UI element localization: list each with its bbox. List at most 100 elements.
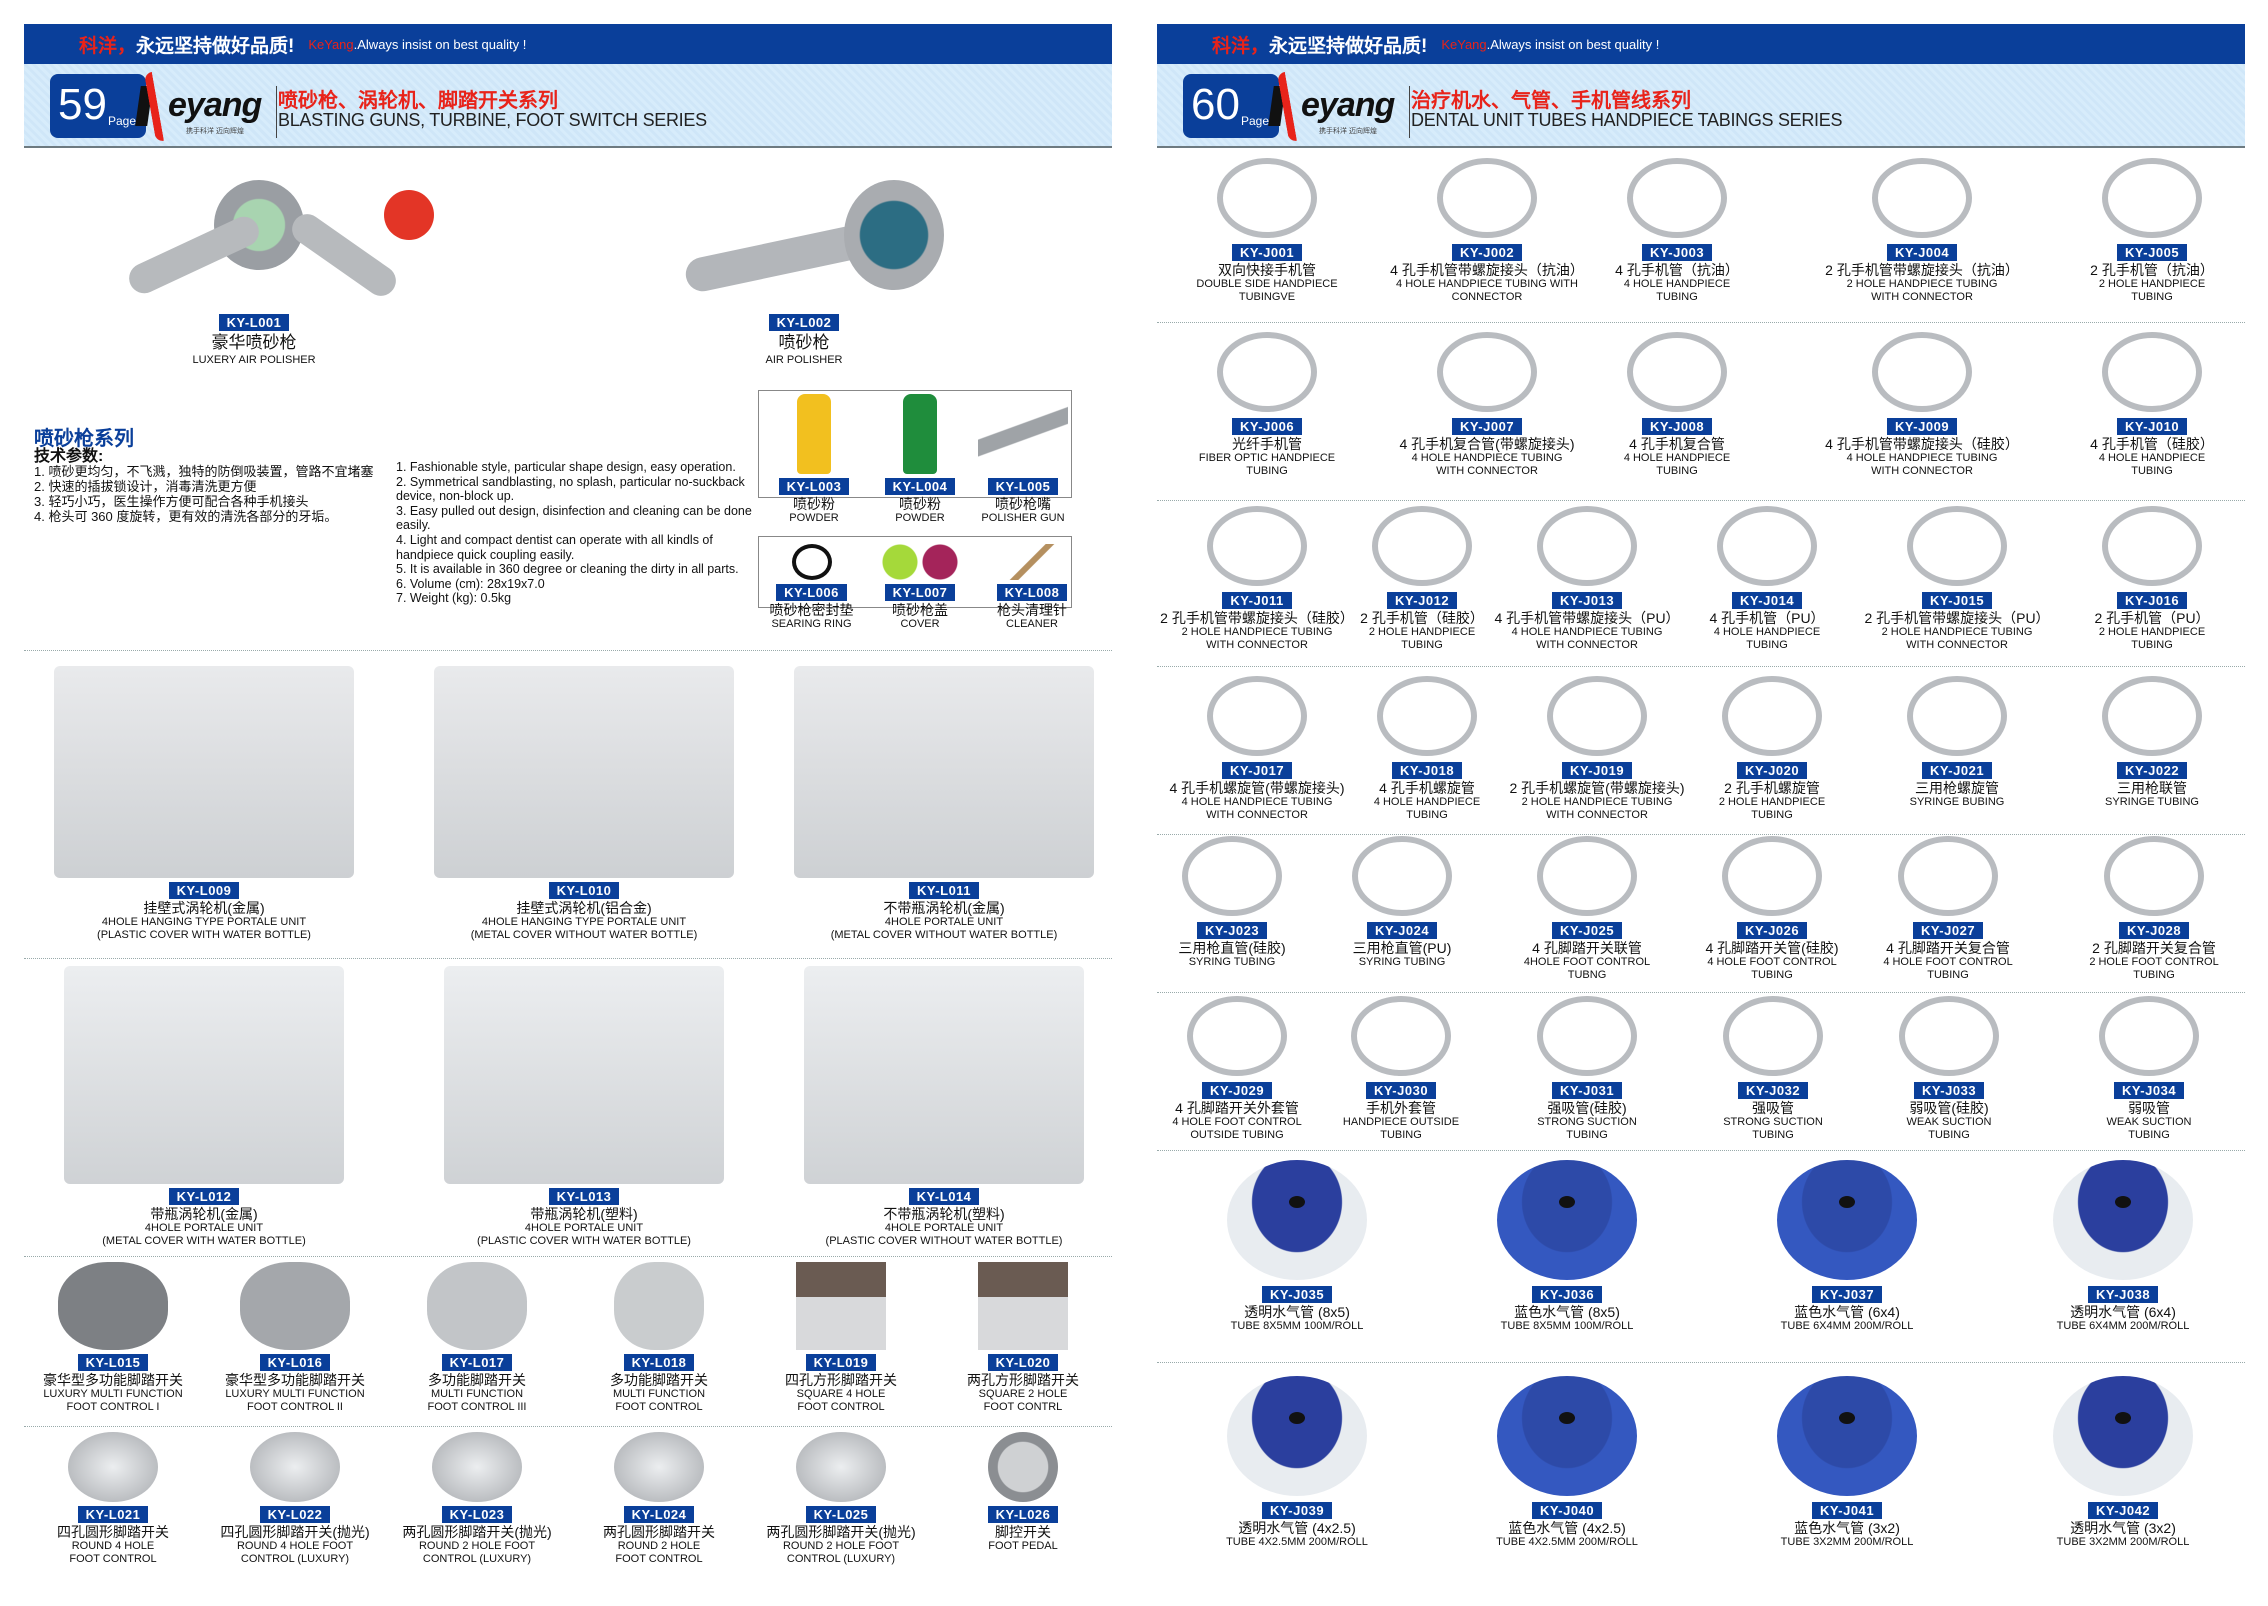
product-card[interactable]: KY-L001 豪华喷砂枪 LUXERY AIR POLISHER bbox=[44, 160, 464, 367]
product-card[interactable]: KY-L026 脚控开关 FOOT PEDAL bbox=[934, 1432, 1112, 1553]
product-card[interactable]: KY-L002 喷砂枪 AIR POLISHER bbox=[594, 160, 1014, 367]
product-card[interactable]: KY-L025 两孔圆形脚踏开关(抛光) ROUND 2 HOLE FOOT C… bbox=[752, 1432, 930, 1566]
product-name-en: 2 HOLE HANDPIECE TUBING bbox=[2098, 278, 2206, 303]
product-code: KY-J025 bbox=[1551, 922, 1623, 939]
product-card[interactable]: KY-L017 多功能脚踏开关 MULTI FUNCTION FOOT CONT… bbox=[388, 1262, 566, 1414]
slogan-bar: 科洋， 永远坚持做好品质! KeYang .Always insist on b… bbox=[24, 24, 1112, 64]
section-divider bbox=[1157, 666, 2245, 667]
product-card[interactable]: KY-L011 不带瓶涡轮机(金属) 4HOLE PORTALE UNIT (M… bbox=[774, 666, 1114, 942]
product-name-en: 4 HOLE HANDPIECE TUBING WITH CONNECTOR bbox=[1846, 452, 1998, 477]
product-name-en: 4HOLE PORTALE UNIT (METAL COVER WITH WAT… bbox=[102, 1222, 306, 1247]
product-card[interactable]: KY-L023 两孔圆形脚踏开关(抛光) ROUND 2 HOLE FOOT C… bbox=[388, 1432, 566, 1566]
accessory-card[interactable]: KY-L006 喷砂枪密封垫 SEARING RING bbox=[759, 544, 864, 631]
logo-wordmark: eyang bbox=[168, 86, 262, 124]
product-name-cn: 三用枪螺旋管 bbox=[1915, 780, 1999, 796]
accessory-card[interactable]: KY-L008 枪头清理针 CLEANER bbox=[982, 544, 1082, 631]
product-card[interactable]: KY-L019 四孔方形脚踏开关 SQUARE 4 HOLE FOOT CONT… bbox=[752, 1262, 930, 1414]
product-name-en: FOOT PEDAL bbox=[988, 1540, 1058, 1552]
accessory-card[interactable]: KY-L004 喷砂粉 POWDER bbox=[870, 394, 970, 525]
product-card[interactable]: KY-L015 豪华型多功能脚踏开关 LUXURY MULTI FUNCTION… bbox=[24, 1262, 202, 1414]
product-card[interactable]: KY-L009 挂壁式涡轮机(金属) 4HOLE HANGING TYPE PO… bbox=[34, 666, 374, 942]
product-code: KY-J014 bbox=[1731, 592, 1803, 609]
product-card[interactable]: KY-L014 不带瓶涡轮机(塑料) 4HOLE PORTALE UNIT (P… bbox=[774, 966, 1114, 1248]
tubing-coil-image bbox=[1898, 836, 1998, 916]
slogan-brand-cn: 科洋， bbox=[79, 35, 137, 57]
slogan-bar: 科洋， 永远坚持做好品质! KeYang .Always insist on b… bbox=[1157, 24, 2245, 64]
product-code: KY-J003 bbox=[1641, 244, 1713, 261]
slogan-en: .Always insist on best quality ! bbox=[1486, 36, 1660, 52]
product-name-cn: 双向快接手机管 bbox=[1218, 262, 1316, 278]
air-polisher-image bbox=[104, 160, 434, 310]
product-code: KY-J009 bbox=[1886, 418, 1958, 435]
tubing-coil-image bbox=[1627, 158, 1727, 238]
product-name-cn: 2 孔手机管（抗油） bbox=[2090, 262, 2214, 278]
product-card[interactable]: KY-L020 两孔方形脚踏开关 SQUARE 2 HOLE FOOT CONT… bbox=[934, 1262, 1112, 1414]
accessory-card[interactable]: KY-L005 喷砂枪嘴 POLISHER GUN bbox=[968, 394, 1078, 525]
product-card[interactable]: KY-L012 带瓶涡轮机(金属) 4HOLE PORTALE UNIT (ME… bbox=[34, 966, 374, 1248]
coiled-tubing-image bbox=[1207, 676, 1307, 756]
spec-item: 1. Fashionable style, particular shape d… bbox=[396, 460, 736, 474]
product-card[interactable]: KY-L022 四孔圆形脚踏开关(抛光) ROUND 4 HOLE FOOT C… bbox=[206, 1432, 384, 1566]
tubing-coil-image bbox=[2102, 506, 2202, 586]
spec-item: 2. 快速的插拔锁设计，消毒清洗更方便 bbox=[34, 479, 257, 494]
product-name-en: SEARING RING bbox=[771, 618, 852, 630]
product-code: KY-L023 bbox=[441, 1506, 513, 1523]
product-card[interactable]: KY-L010 挂壁式涡轮机(铝合金) 4HOLE HANGING TYPE P… bbox=[414, 666, 754, 942]
product-code: KY-J028 bbox=[2118, 922, 2190, 939]
accessory-card[interactable]: KY-L003 喷砂粉 POWDER bbox=[764, 394, 864, 525]
product-card[interactable]: KY-L021 四孔圆形脚踏开关 ROUND 4 HOLE FOOT CONTR… bbox=[24, 1432, 202, 1566]
product-card[interactable]: KY-L016 豪华型多功能脚踏开关 LUXURY MULTI FUNCTION… bbox=[206, 1262, 384, 1414]
accessory-card[interactable]: KY-L007 喷砂枪盖 COVER bbox=[870, 544, 970, 631]
product-name-en: CLEANER bbox=[1006, 618, 1058, 630]
product-name-en: 4 HOLE HANDPIECE TUBING WITH CONNECTOR bbox=[1411, 452, 1563, 477]
product-code: KY-J020 bbox=[1736, 762, 1808, 779]
product-card[interactable]: KY-L013 带瓶涡轮机(塑料) 4HOLE PORTALE UNIT (PL… bbox=[414, 966, 754, 1248]
product-name-cn: 挂壁式涡轮机(铝合金) bbox=[516, 900, 652, 916]
product-card[interactable]: KY-L018 多功能脚踏开关 MULTI FUNCTION FOOT CONT… bbox=[570, 1262, 748, 1414]
tubing-coil-image bbox=[1187, 996, 1287, 1076]
product-card[interactable]: KY-L024 两孔圆形脚踏开关 ROUND 2 HOLE FOOT CONTR… bbox=[570, 1432, 748, 1566]
